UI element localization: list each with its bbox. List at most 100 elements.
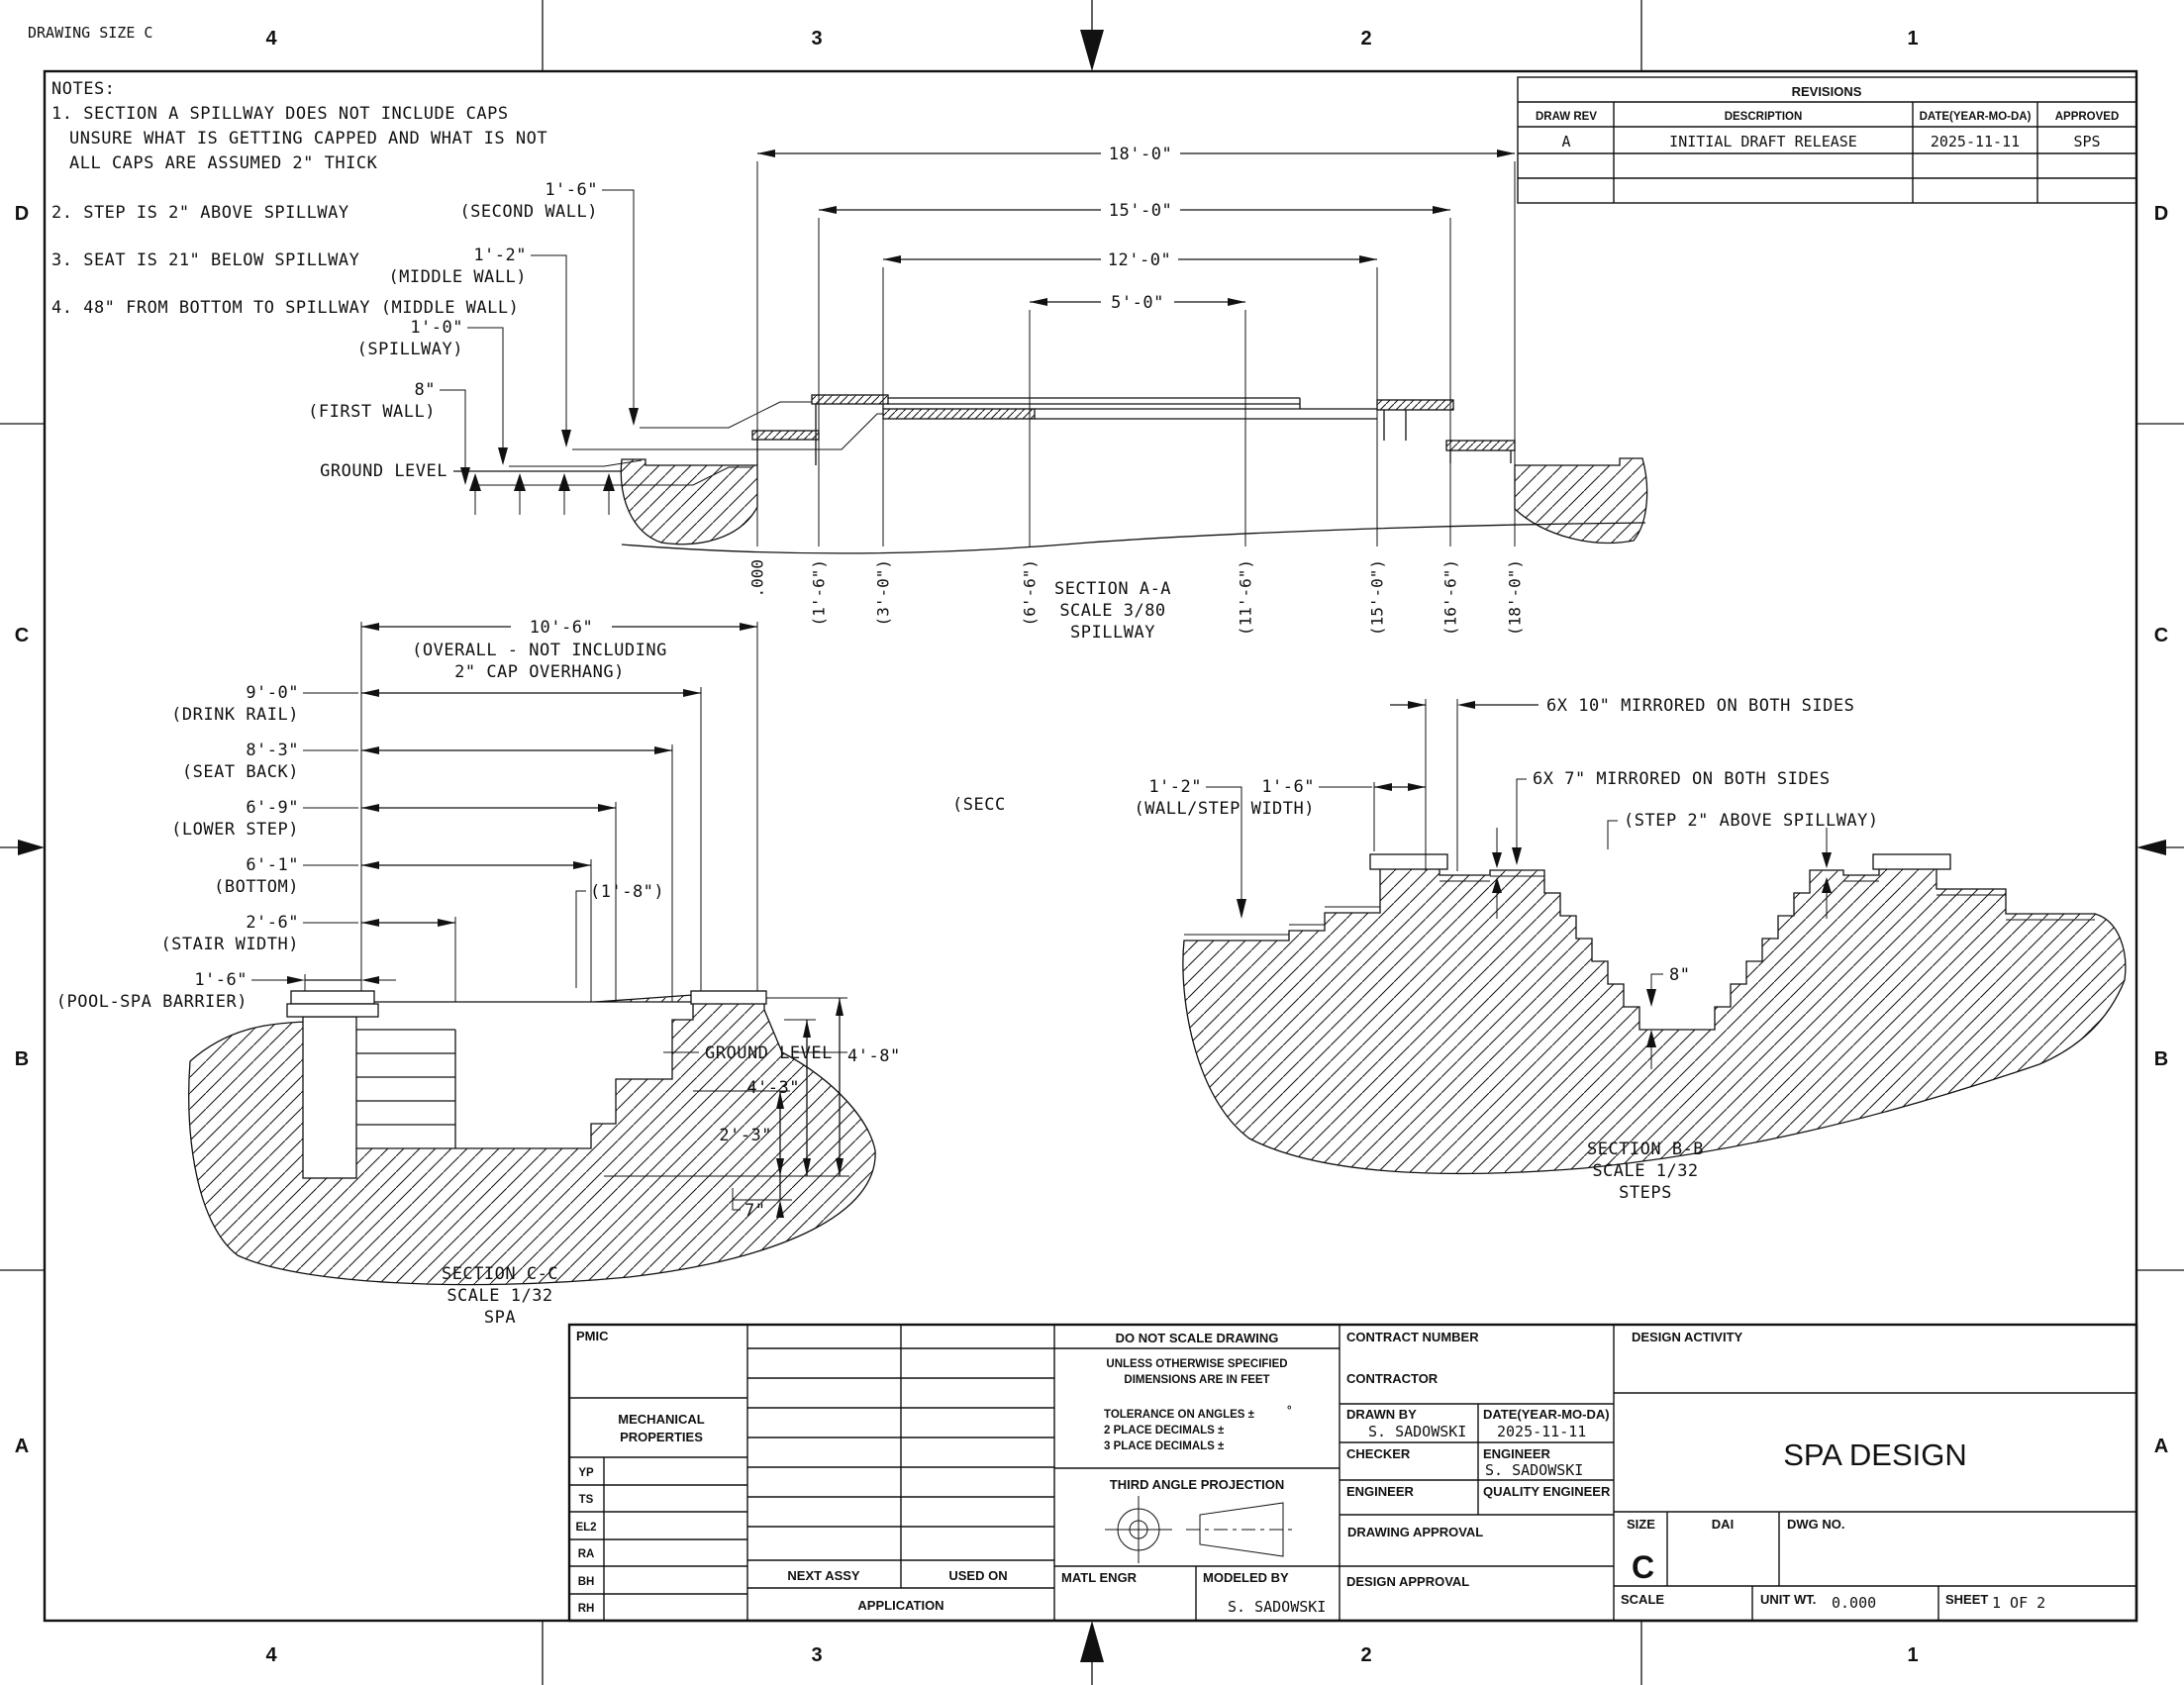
ground-level-a: GROUND LEVEL bbox=[320, 461, 622, 515]
size-label: SIZE bbox=[1627, 1517, 1655, 1532]
tolerance-3place: 3 PLACE DECIMALS ± bbox=[1104, 1440, 1225, 1452]
middle-wall-label: (MIDDLE WALL) bbox=[388, 267, 527, 287]
drawing-size-label: DRAWING SIZE C bbox=[28, 24, 152, 42]
zone-right-c: C bbox=[2154, 625, 2168, 646]
right-lower-cap bbox=[1445, 440, 1516, 451]
barrier-value: 1'-6" bbox=[194, 970, 248, 990]
dim-8in-value: 8" bbox=[1669, 965, 1690, 985]
dim-18ft: 18'-0" bbox=[757, 145, 1515, 164]
dim-overall: 10'-6" (OVERALL - NOT INCLUDING 2" CAP O… bbox=[361, 618, 757, 682]
section-c-subject: SPA bbox=[484, 1308, 516, 1328]
engineer-value: S. SADOWSKI bbox=[1485, 1461, 1583, 1479]
dim-12ft: 12'-0" bbox=[883, 250, 1377, 270]
dim-12ft-label: 12'-0" bbox=[1108, 250, 1171, 270]
cc-right-dims: (1'-8") GROUND LEVEL 4'-8" 4'-3" 2'-3" bbox=[575, 882, 901, 1221]
spillway-value: 1'-0" bbox=[410, 318, 463, 338]
section-b-title: SECTION B-B bbox=[1587, 1140, 1704, 1159]
note-1b: UNSURE WHAT IS GETTING CAPPED AND WHAT I… bbox=[69, 129, 547, 149]
dim-18ft-label: 18'-0" bbox=[1109, 145, 1172, 164]
station-3-0: (3'-0") bbox=[874, 559, 893, 626]
middle-wall-cap bbox=[882, 408, 1036, 420]
wall-width-value: 1'-6" bbox=[1261, 777, 1315, 797]
row-rh: RH bbox=[578, 1603, 595, 1615]
section-a-caption: SECTION A-A SCALE 3/80 SPILLWAY bbox=[1054, 579, 1171, 643]
right-upper-cap bbox=[1376, 399, 1454, 411]
do-not-scale-label: DO NOT SCALE DRAWING bbox=[1116, 1331, 1279, 1345]
seat-back-label: (SEAT BACK) bbox=[182, 762, 299, 782]
revisions-col-desc: DESCRIPTION bbox=[1725, 111, 1803, 123]
zone-bottom-3: 3 bbox=[811, 1644, 822, 1666]
barrier-wall bbox=[302, 1016, 357, 1179]
row-yp: YP bbox=[578, 1467, 594, 1479]
dwg-no-label: DWG NO. bbox=[1787, 1517, 1845, 1532]
section-c-c: 10'-6" (OVERALL - NOT INCLUDING 2" CAP O… bbox=[56, 618, 1005, 1328]
dim-lower-step: 6'-9" (LOWER STEP) bbox=[171, 798, 616, 840]
cc-extension-lines bbox=[304, 622, 758, 1122]
dim-7: 7" bbox=[732, 1176, 784, 1221]
dim-5ft-label: 5'-0" bbox=[1111, 293, 1164, 313]
revision-row-appr: SPS bbox=[2073, 133, 2100, 150]
drawn-by-label: DRAWN BY bbox=[1346, 1407, 1417, 1422]
section-a-subject: SPILLWAY bbox=[1070, 623, 1155, 643]
zone-left-b: B bbox=[15, 1048, 29, 1070]
ground-level-c-label: GROUND LEVEL bbox=[705, 1043, 833, 1063]
dim-15ft-label: 15'-0" bbox=[1109, 201, 1172, 221]
dim-4-8-value: 4'-8" bbox=[847, 1046, 901, 1066]
sheet-value: 1 OF 2 bbox=[1992, 1594, 2045, 1612]
station-15-0: (15'-0") bbox=[1368, 559, 1387, 636]
size-value: C bbox=[1632, 1549, 1654, 1585]
tolerance-2place: 2 PLACE DECIMALS ± bbox=[1104, 1425, 1225, 1437]
application-block: NEXT ASSY USED ON APPLICATION bbox=[747, 1347, 1054, 1613]
left-wall-cap bbox=[1369, 853, 1448, 870]
second-wall-cap bbox=[811, 394, 889, 405]
note-2: 2. STEP IS 2" ABOVE SPILLWAY bbox=[51, 203, 349, 223]
section-b-scale: SCALE 1/32 bbox=[1592, 1161, 1698, 1181]
material-block: PMIC MECHANICAL PROPERTIES YP TS EL2 RA … bbox=[569, 1329, 747, 1621]
dim-4-3: 4'-3" bbox=[746, 1020, 811, 1176]
revision-row-date: 2025-11-11 bbox=[1931, 133, 2020, 150]
dim-overall-note1: (OVERALL - NOT INCLUDING bbox=[412, 641, 667, 660]
dim-2-3-value: 2'-3" bbox=[719, 1126, 772, 1145]
tread-note-label: 6X 10" MIRRORED ON BOTH SIDES bbox=[1546, 696, 1854, 716]
unless-2: DIMENSIONS ARE IN FEET bbox=[1124, 1374, 1269, 1386]
right-wall-cap bbox=[1872, 853, 1951, 870]
station-labels: .000 (1'-6") (3'-0") (6'-6") (11'-6") (1… bbox=[748, 559, 1525, 636]
step-note-label: (STEP 2" ABOVE SPILLWAY) bbox=[1624, 811, 1879, 831]
section-b-b: 6X 10" MIRRORED ON BOTH SIDES 1'-6" (WAL… bbox=[1135, 696, 2127, 1203]
note-4: 4. 48" FROM BOTTOM TO SPILLWAY (MIDDLE W… bbox=[51, 298, 519, 318]
revision-row-rev: A bbox=[1561, 133, 1570, 150]
stair-width-value: 2'-6" bbox=[246, 913, 299, 933]
dai-label: DAI bbox=[1712, 1517, 1734, 1532]
first-wall-cap bbox=[751, 430, 820, 441]
leader-middle-wall: 1'-2" (MIDDLE WALL) bbox=[388, 246, 883, 450]
drink-rail-label: (DRINK RAIL) bbox=[171, 705, 299, 725]
riser-note-label: 6X 7" MIRRORED ON BOTH SIDES bbox=[1533, 769, 1831, 789]
step-2in-arrows-icon bbox=[1492, 828, 1832, 919]
modeled-by-value: S. SADOWSKI bbox=[1228, 1598, 1326, 1616]
dim-5ft: 5'-0" bbox=[1030, 293, 1245, 313]
title-block: PMIC MECHANICAL PROPERTIES YP TS EL2 RA … bbox=[567, 1323, 2138, 1623]
dim-8in: 8" bbox=[1646, 965, 1690, 1069]
barrier-cap-upper bbox=[290, 990, 375, 1005]
scale-label: SCALE bbox=[1621, 1592, 1664, 1607]
section-c-caption: SECTION C-C SCALE 1/32 SPA bbox=[442, 1264, 558, 1328]
zone-left-a: A bbox=[15, 1436, 29, 1457]
mech-properties-1: MECHANICAL bbox=[618, 1412, 704, 1427]
station-16-6: (16'-6") bbox=[1441, 559, 1460, 636]
revisions-col-rev: DRAW REV bbox=[1536, 111, 1597, 123]
dim-4-3-value: 4'-3" bbox=[746, 1078, 800, 1098]
zone-left-c: C bbox=[15, 625, 29, 646]
dim-stair-width: 2'-6" (STAIR WIDTH) bbox=[160, 913, 455, 954]
sheet-label: SHEET bbox=[1945, 1592, 1988, 1607]
leader-second-wall: 1'-6" (SECOND WALL) bbox=[459, 180, 812, 429]
dim-riser-note: 6X 7" MIRRORED ON BOTH SIDES bbox=[1512, 769, 1831, 865]
dim-step-note: (STEP 2" ABOVE SPILLWAY) bbox=[1492, 811, 1879, 919]
notes-title: NOTES: bbox=[51, 79, 115, 99]
station-18-0: (18'-0") bbox=[1506, 559, 1525, 636]
design-activity-label: DESIGN ACTIVITY bbox=[1632, 1330, 1743, 1344]
section-a-title: SECTION A-A bbox=[1054, 579, 1171, 599]
section-a-a: 18'-0" 15'-0" 12'-0" 5'-0" 1'-6" (SECOND… bbox=[308, 145, 1648, 643]
note-3: 3. SEAT IS 21" BELOW SPILLWAY bbox=[51, 250, 359, 270]
notes-block: NOTES: 1. SECTION A SPILLWAY DOES NOT IN… bbox=[51, 79, 547, 318]
revisions-col-date: DATE(YEAR-MO-DA) bbox=[1920, 111, 2032, 123]
